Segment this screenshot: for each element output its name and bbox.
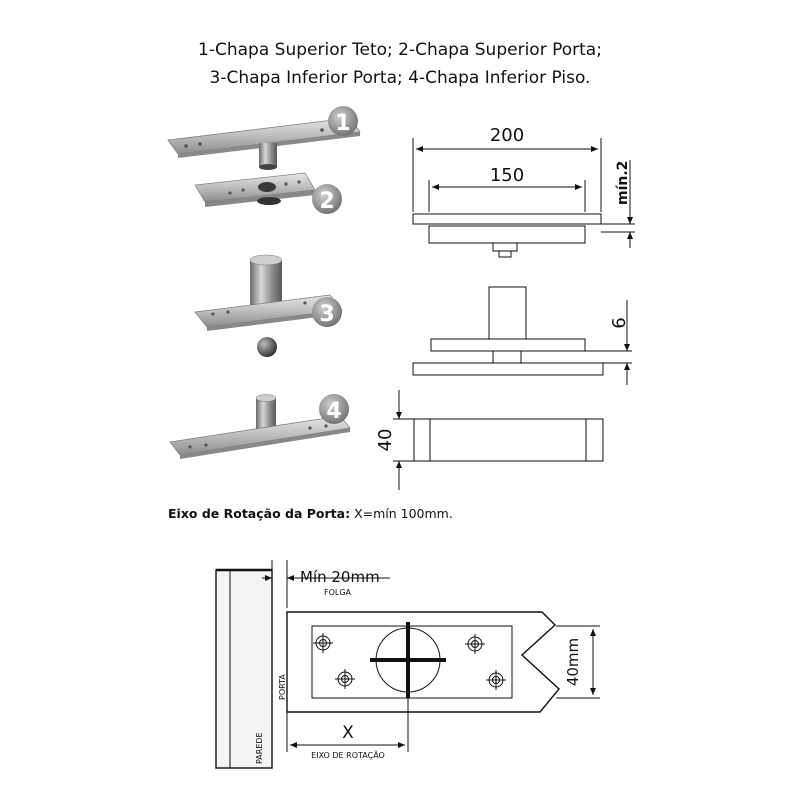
part-4-badge: [319, 394, 349, 424]
part-2-chapa-superior-porta: 2: [194, 172, 342, 214]
porta-label: PORTA: [278, 674, 287, 700]
dim-40-label: 40: [375, 429, 396, 452]
dim-150-label: 150: [490, 165, 524, 186]
parede-label: PAREDE: [255, 732, 264, 764]
dim-40mm-label: 40mm: [564, 638, 582, 686]
plate-top-view: [393, 390, 604, 490]
eixo-rotacao-value: X=mín 100mm.: [354, 506, 453, 521]
bearing-ball: [257, 337, 277, 357]
part-1-number: 1: [335, 111, 350, 136]
eixo-rotacao-label: EIXO DE ROTAÇÃO: [311, 750, 385, 760]
dim-6-label: 6: [609, 317, 630, 328]
part-3-chapa-inferior-porta: 3: [194, 254, 343, 357]
part-2-badge: [312, 184, 342, 214]
part-1-chapa-superior-teto: 1: [167, 106, 361, 170]
plan-view-drawing: [215, 560, 600, 769]
dim-200-label: 200: [490, 125, 524, 146]
part-2-number: 2: [319, 189, 334, 214]
folga-label: FOLGA: [324, 588, 352, 597]
part-3-badge: [312, 297, 342, 327]
caption-line-2: 3-Chapa Inferior Porta; 4-Chapa Inferior…: [209, 68, 591, 88]
eixo-rotacao-note: Eixo de Rotação da Porta: X=mín 100mm.: [168, 506, 453, 521]
eixo-rotacao-title: Eixo de Rotação da Porta:: [168, 506, 351, 521]
middle-elevation-drawing: [412, 286, 632, 385]
part-3-number: 3: [319, 302, 334, 327]
part-1-badge: [328, 106, 358, 136]
part-4-chapa-inferior-piso: 4: [169, 394, 351, 459]
dim-min2-label: mín.2: [615, 161, 631, 205]
caption-line-1: 1-Chapa Superior Teto; 2-Chapa Superior …: [198, 40, 602, 60]
top-elevation-drawing: [412, 138, 635, 258]
min-20mm-label: Mín 20mm: [300, 568, 380, 586]
x-dimension-label: X: [342, 723, 354, 743]
part-4-number: 4: [326, 399, 341, 424]
